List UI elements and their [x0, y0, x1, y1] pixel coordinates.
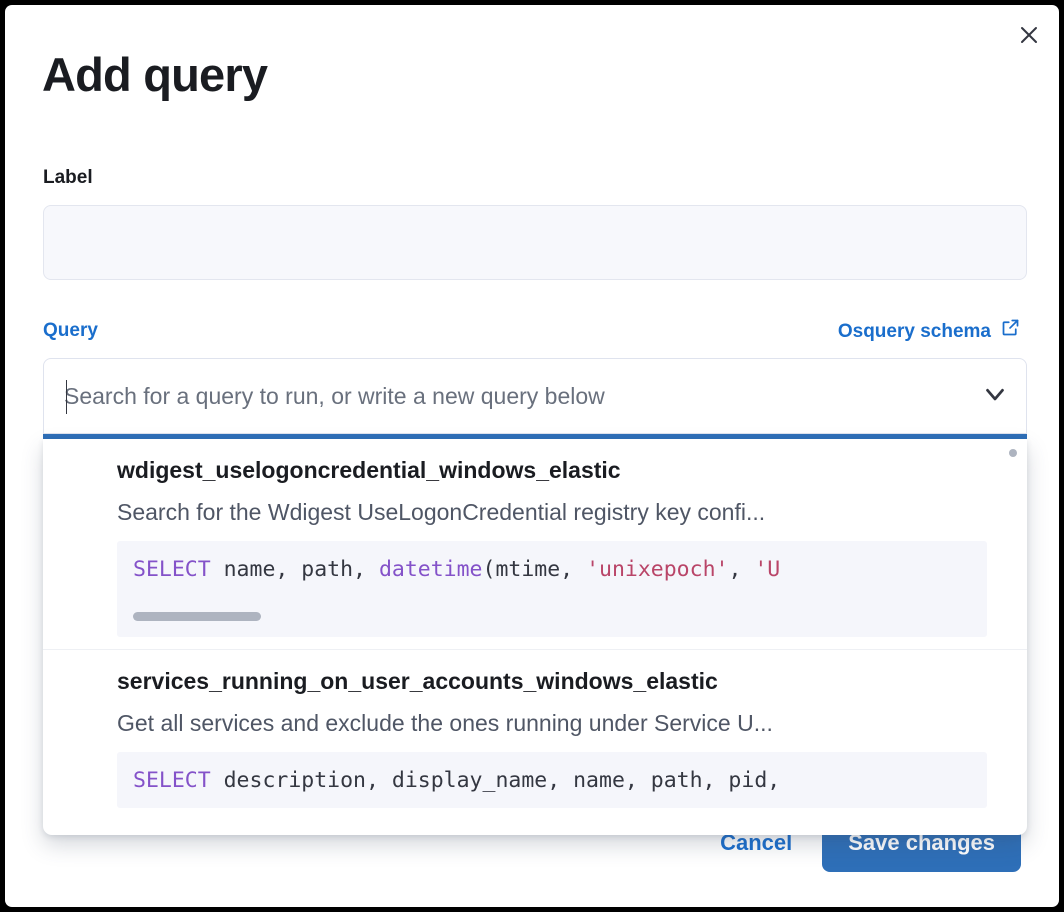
list-item[interactable]: services_running_on_user_accounts_window…	[43, 649, 1027, 820]
combobox-focus-underline	[43, 434, 1027, 439]
list-item-title: wdigest_uselogoncredential_windows_elast…	[117, 457, 621, 483]
query-combobox[interactable]: Search for a query to run, or write a ne…	[43, 358, 1027, 439]
label-field-label: Label	[43, 167, 93, 188]
osquery-schema-link[interactable]: Osquery schema	[838, 317, 1021, 347]
dropdown-list: wdigest_uselogoncredential_windows_elast…	[43, 439, 1027, 820]
external-link-icon	[1000, 317, 1021, 347]
dropdown-scrollbar-thumb[interactable]	[1009, 449, 1017, 457]
label-input[interactable]	[43, 205, 1027, 280]
query-section-label[interactable]: Query	[43, 320, 98, 341]
close-icon	[1017, 23, 1041, 47]
page-title: Add query	[42, 48, 268, 101]
list-item-code-block: SELECT name, path, datetime(mtime, 'unix…	[117, 541, 987, 637]
close-icon-button[interactable]	[1010, 16, 1048, 54]
list-item[interactable]: wdigest_uselogoncredential_windows_elast…	[43, 439, 1027, 649]
chevron-down-icon[interactable]	[980, 379, 1010, 414]
list-item-description: Search for the Wdigest UseLogonCredentia…	[117, 499, 766, 525]
osquery-schema-link-label: Osquery schema	[837, 321, 991, 342]
list-item-title: services_running_on_user_accounts_window…	[117, 668, 718, 694]
sql-snippet: SELECT description, display_name, name, …	[133, 768, 781, 793]
query-search-input-placeholder[interactable]: Search for a query to run, or write a ne…	[64, 383, 605, 409]
list-item-code-block: SELECT description, display_name, name, …	[117, 752, 987, 808]
add-query-modal: Add query Label Query Osquery schema Sea…	[5, 5, 1059, 907]
code-horizontal-scrollbar[interactable]	[133, 612, 261, 621]
query-combobox-box[interactable]: Search for a query to run, or write a ne…	[43, 358, 1027, 434]
sql-snippet: SELECT name, path, datetime(mtime, 'unix…	[133, 557, 781, 582]
list-item-description: Get all services and exclude the ones ru…	[117, 710, 773, 736]
text-caret	[66, 380, 67, 414]
query-suggestions-dropdown: wdigest_uselogoncredential_windows_elast…	[43, 439, 1027, 835]
